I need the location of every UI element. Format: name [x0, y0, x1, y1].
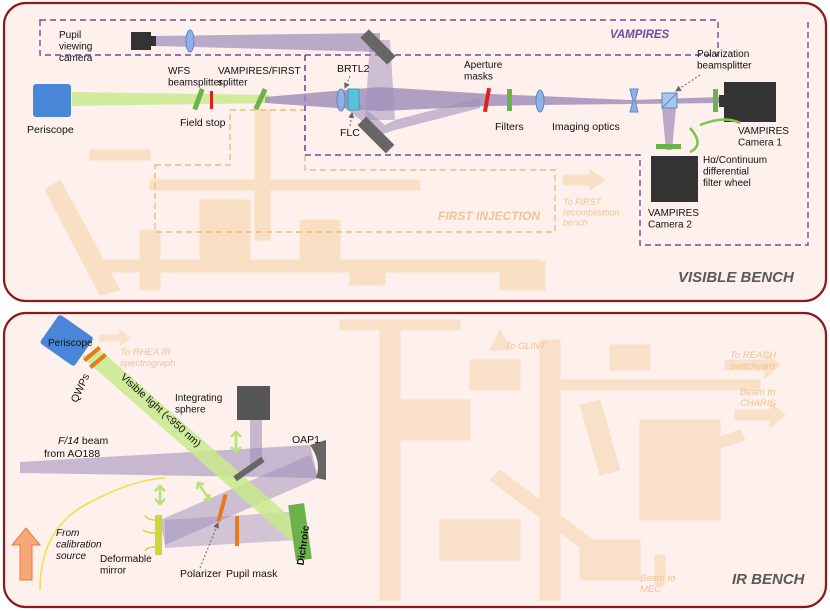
camera1-mount	[719, 95, 724, 107]
filter-wheel-arrow	[689, 127, 699, 154]
brtl2-lens	[336, 88, 346, 112]
filters-label: Filters	[495, 121, 524, 133]
oap-to-dichroic-beam	[165, 512, 296, 548]
pbs-diagonal	[661, 92, 678, 109]
imaging-optics-label: Imaging optics	[552, 121, 620, 133]
ir-visible-beam	[82, 348, 305, 540]
camera1-body	[724, 82, 776, 122]
periscope-ir-label: Periscope	[48, 338, 93, 349]
dm-actuators	[142, 514, 156, 552]
first-injection-outline	[154, 109, 556, 233]
deformable-mirror	[155, 515, 162, 555]
filter-wheel-arrow-b	[699, 118, 741, 127]
sphere-beam	[250, 410, 262, 465]
periscope-visible-label: Periscope	[27, 124, 74, 136]
dm-arrow	[154, 484, 166, 506]
integrating-sphere	[237, 386, 270, 420]
pupil-mask	[235, 516, 239, 546]
pupil-camera-beam	[155, 33, 380, 52]
sphere-arrow	[230, 430, 242, 454]
pbs-leader	[675, 74, 701, 92]
field-stop-label: Field stop	[180, 117, 226, 129]
camera2-body	[651, 156, 698, 202]
imaging-lens-concave	[629, 88, 639, 113]
oap1	[310, 440, 326, 480]
aperture-mask	[482, 87, 492, 113]
pupil-camera-lens	[185, 29, 195, 53]
polarizer-arrow	[195, 481, 212, 502]
periscope-visible	[33, 84, 71, 117]
pupil-mask-label: Pupil mask	[226, 568, 278, 580]
lower-fold-mirror	[357, 116, 395, 154]
first-injection-label: FIRST INJECTION	[438, 209, 540, 223]
visible-beam-green	[72, 92, 270, 106]
f14-label: F/14 beam	[58, 435, 108, 447]
flc	[347, 88, 360, 111]
camera2-beam	[662, 108, 676, 150]
imaging-lens	[535, 89, 545, 113]
calibration-up-arrow	[10, 527, 42, 581]
periscope-ir	[40, 315, 93, 366]
filter-slot	[507, 89, 512, 111]
polarizer-leader	[199, 522, 219, 569]
visible-bench-title: VISIBLE BENCH	[678, 269, 795, 286]
brtl2-label: BRTL2	[337, 63, 370, 75]
vampires-first-splitter	[253, 88, 268, 111]
vampires-label: VAMPIRES	[610, 29, 670, 41]
ir-fold-mirror	[233, 456, 265, 482]
field-stop	[210, 91, 213, 109]
oap1-label: OAP1	[292, 434, 320, 446]
ir-bench-title: IR BENCH	[732, 571, 806, 588]
oap-to-dm-beam	[160, 455, 318, 545]
to-glint-label: To GLINT	[505, 341, 547, 352]
pupil-viewing-camera	[131, 32, 151, 50]
pupil-camera-lens-mount	[151, 36, 156, 46]
polarizer	[216, 493, 228, 523]
f14-from-label: from AO188	[44, 448, 100, 460]
first-ghost-optics	[44, 109, 606, 296]
flc-label: FLC	[340, 127, 360, 139]
upper-fold-mirror	[360, 29, 396, 65]
camera2-filter	[656, 144, 681, 149]
camera1-filter	[713, 89, 718, 112]
dichroic	[288, 503, 312, 561]
qwp-1	[83, 346, 101, 362]
qwp-2	[89, 353, 107, 369]
ir-ghost-optics	[99, 319, 786, 601]
f14-beam-word: beam	[79, 435, 108, 447]
calibration-fiber	[39, 477, 166, 591]
f14-italic: F/14	[58, 435, 79, 447]
polarizer-label: Polarizer	[180, 568, 222, 580]
wfs-beamsplitter	[192, 87, 205, 111]
vampires-beam-fold	[345, 92, 480, 135]
